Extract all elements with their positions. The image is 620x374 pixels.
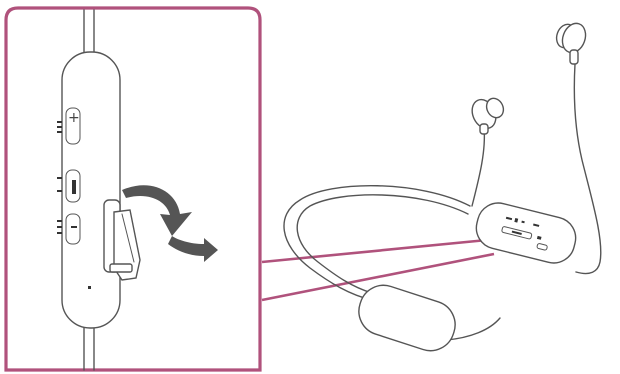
volume-plus-button: + — [57, 107, 81, 145]
left-earbud — [471, 97, 505, 135]
battery-unit — [358, 284, 456, 352]
port-cover — [103, 199, 141, 281]
neckband-cable — [283, 185, 471, 301]
headphones — [283, 22, 602, 352]
curved-arrow-icon — [122, 185, 218, 262]
right-earbud-cable — [573, 63, 602, 275]
volume-minus-button — [57, 213, 81, 245]
zoom-callout: + — [4, 6, 262, 372]
neckband-cable-inner — [296, 194, 469, 294]
mic-hole — [88, 286, 91, 289]
plus-mark: + — [68, 110, 80, 126]
left-earbud-cable — [471, 127, 486, 207]
remote-control-unit — [475, 202, 577, 264]
play-button — [57, 169, 81, 203]
remote-zoomed: + — [57, 51, 141, 329]
right-earbud — [555, 22, 587, 65]
